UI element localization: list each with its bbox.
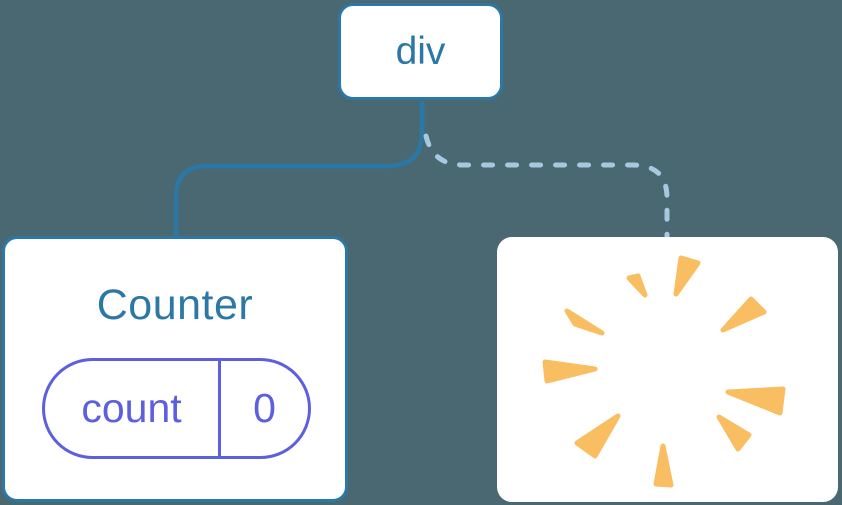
edge-dashed-div-to-removed bbox=[423, 133, 670, 242]
state-value: 0 bbox=[253, 385, 276, 431]
edge-solid-div-to-counter bbox=[173, 101, 425, 238]
counter-title: Counter bbox=[96, 281, 254, 329]
state-key: count bbox=[45, 361, 221, 456]
state-pill: count 0 bbox=[42, 358, 311, 459]
root-node-div: div bbox=[338, 3, 503, 100]
poof-burst-icon bbox=[542, 255, 786, 488]
root-node-label: div bbox=[395, 29, 446, 73]
removed-node bbox=[497, 237, 838, 502]
counter-node: Counter count 0 bbox=[2, 236, 348, 502]
